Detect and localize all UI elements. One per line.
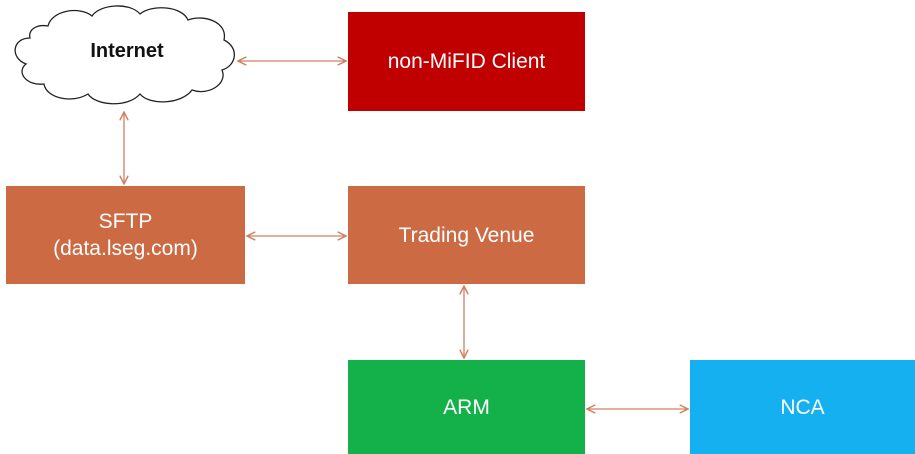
cloud-outline [14,5,235,105]
internet-cloud [14,5,235,105]
arm-box: ARM [348,360,585,454]
sftp-box: SFTP (data.lseg.com) [6,186,245,284]
sftp-host-label: (data.lseg.com) [53,237,198,260]
nca-box: NCA [690,360,915,454]
sftp-label: SFTP [98,210,153,233]
trading-venue-box: Trading Venue [348,186,585,284]
non-mifid-client-label: non-MiFID Client [387,50,546,73]
internet-label: Internet [90,40,164,62]
non-mifid-client-box: non-MiFID Client [348,12,585,111]
arm-label: ARM [443,395,490,419]
nca-label: NCA [780,395,825,419]
trading-venue-label: Trading Venue [398,223,535,247]
